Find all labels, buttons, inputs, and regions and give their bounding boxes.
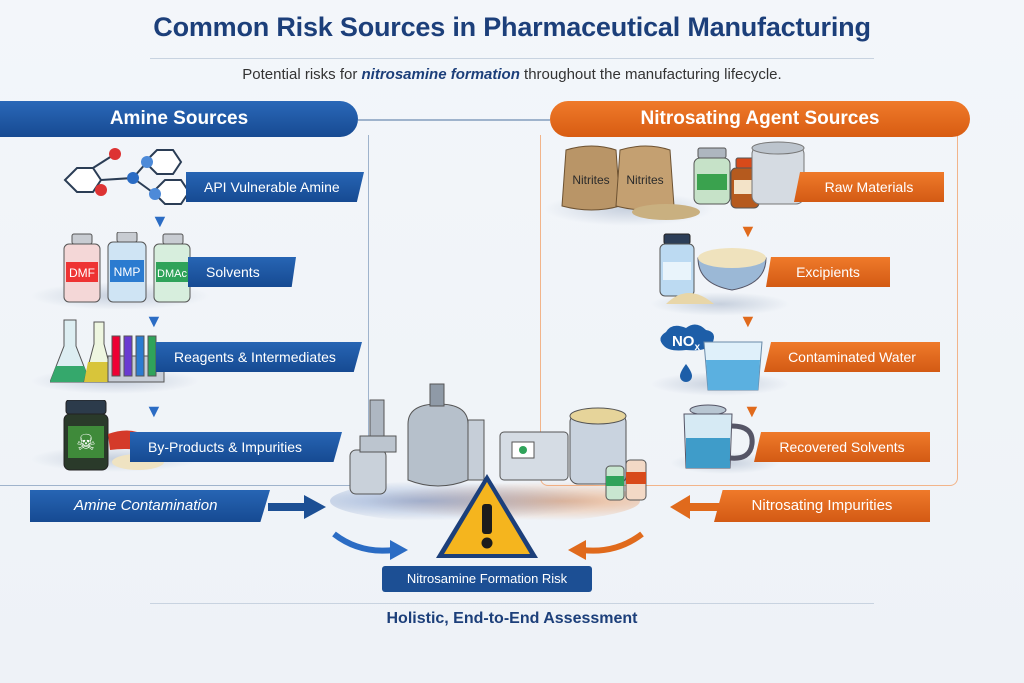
warning-triangle-icon xyxy=(436,474,538,558)
subtitle-suffix: throughout the manufacturing lifecycle. xyxy=(519,66,782,83)
label-api-vulnerable-amine: API Vulnerable Amine xyxy=(186,172,364,202)
sack-text-2: Nitrites xyxy=(626,173,663,187)
label-raw-materials: Raw Materials xyxy=(794,172,944,202)
lab-glassware-icon xyxy=(50,319,165,383)
label-solvents: Solvents xyxy=(188,257,296,287)
solvent-bottles-icon: DMF NMP DMAc xyxy=(63,232,191,303)
bottle-label-dmac: DMAc xyxy=(157,268,187,280)
arrow-left-icon xyxy=(670,495,720,519)
manufacturing-equipment-icon xyxy=(349,383,647,501)
page-title: Common Risk Sources in Pharmaceutical Ma… xyxy=(153,12,871,42)
subtitle: Potential risks for nitrosamine formatio… xyxy=(0,66,1024,83)
bottle-label-dmf: DMF xyxy=(69,266,95,280)
footer-divider xyxy=(150,603,874,604)
label-byproducts-impurities: By-Products & Impurities xyxy=(130,432,342,462)
nox-cloud-text: NOx xyxy=(672,333,701,353)
label-amine-contamination: Amine Contamination xyxy=(30,490,270,522)
footer-text: Holistic, End-to-End Assessment xyxy=(386,610,638,627)
label-recovered-solvents: Recovered Solvents xyxy=(754,432,930,462)
nitrite-sacks-icon: Nitrites Nitrites xyxy=(561,141,805,220)
arrow-down-icon: ▼ xyxy=(739,221,757,241)
arrow-right-icon xyxy=(268,495,326,519)
water-beaker-icon: NOx xyxy=(660,324,763,391)
nitrosating-panel-frame xyxy=(540,135,958,486)
subtitle-emphasis: nitrosamine formation xyxy=(361,66,520,83)
arrow-down-icon: ▼ xyxy=(145,311,163,331)
arrow-down-icon: ▼ xyxy=(151,211,169,231)
amine-sources-header: Amine Sources xyxy=(0,101,358,137)
curved-arrow-blue-icon xyxy=(332,531,408,560)
label-reagents-intermediates: Reagents & Intermediates xyxy=(156,342,362,372)
excipient-powder-icon xyxy=(659,233,767,304)
header-connector xyxy=(358,119,550,121)
subtitle-prefix: Potential risks for xyxy=(242,66,362,83)
molecule-icon xyxy=(63,148,191,205)
arrow-down-icon: ▼ xyxy=(145,401,163,421)
label-nitrosating-impurities: Nitrosating Impurities xyxy=(714,490,930,522)
nitrosamine-risk-label: Nitrosamine Formation Risk xyxy=(382,566,592,592)
title-divider xyxy=(150,58,874,59)
arrow-down-icon: ▼ xyxy=(743,401,761,421)
label-excipients: Excipients xyxy=(766,257,890,287)
sack-text-1: Nitrites xyxy=(572,173,609,187)
amine-panel-frame xyxy=(0,135,369,486)
arrow-down-icon: ▼ xyxy=(739,311,757,331)
label-contaminated-water: Contaminated Water xyxy=(764,342,940,372)
curved-arrow-orange-icon xyxy=(568,531,644,560)
nitrosating-sources-header: Nitrosating Agent Sources xyxy=(550,101,970,137)
svg-text:☠: ☠ xyxy=(76,431,96,456)
solvent-mug-icon xyxy=(683,404,755,469)
bottle-label-nmp: NMP xyxy=(114,265,141,279)
